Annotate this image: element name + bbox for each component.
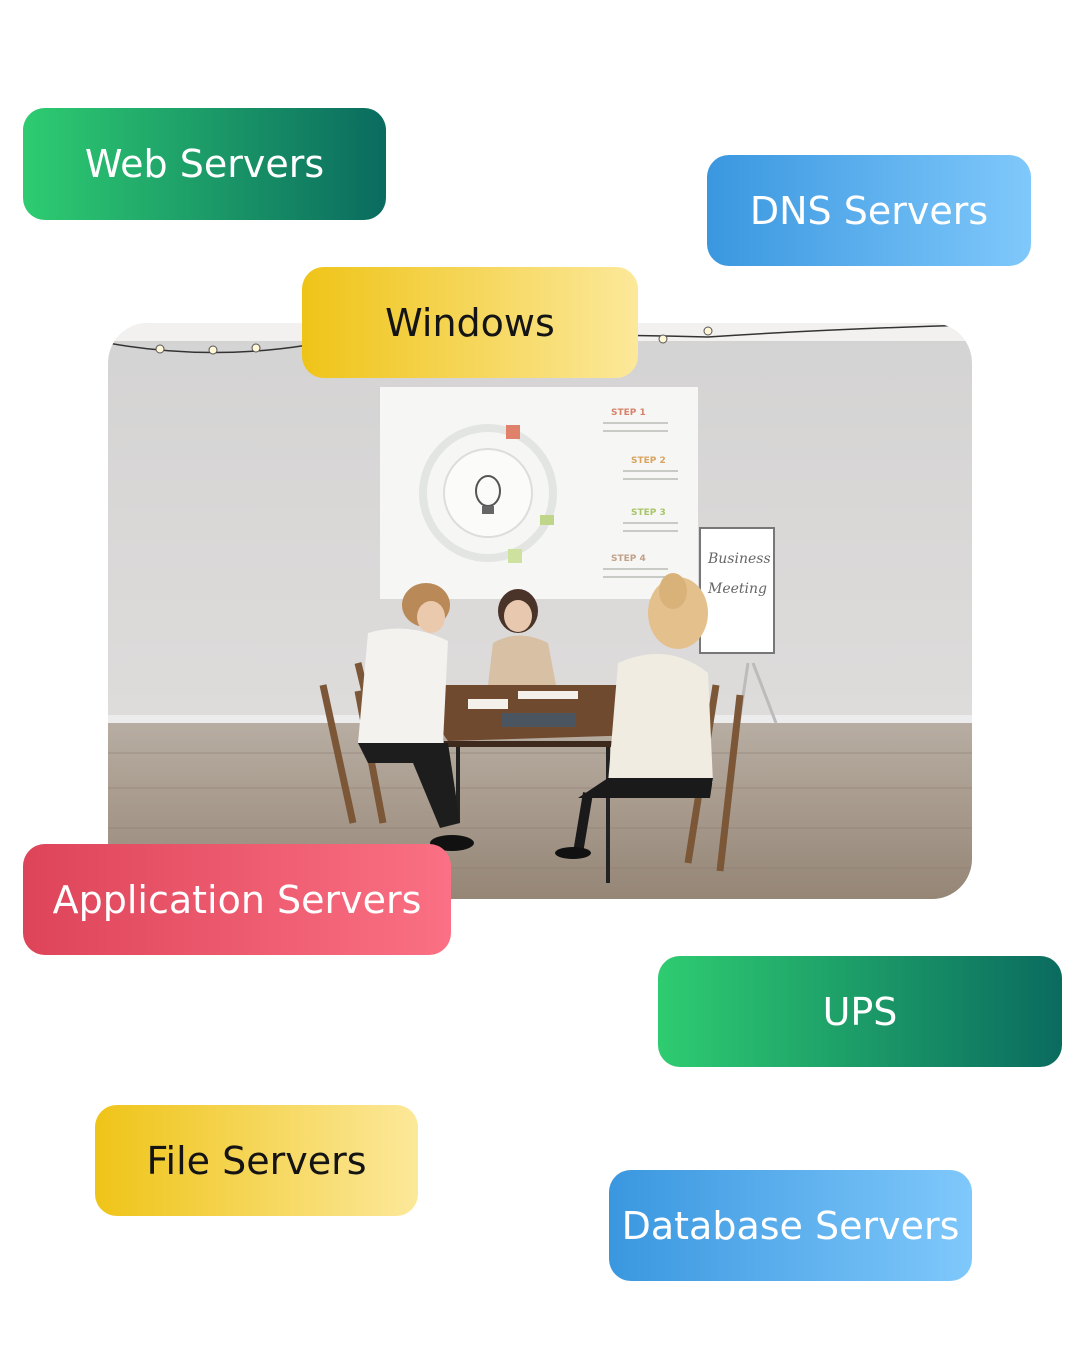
label-file-servers-text: File Servers [146,1138,367,1183]
label-windows-text: Windows [385,300,555,345]
flipchart-text-1: Business [707,551,771,567]
label-dns-servers: DNS Servers [707,155,1031,266]
label-application-servers-text: Application Servers [52,877,422,922]
label-database-servers-text: Database Servers [621,1203,960,1248]
label-ups: UPS [658,956,1062,1067]
meeting-photo: STEP 1 STEP 2 STEP 3 STEP 4 Business Mee… [108,323,972,899]
label-windows: Windows [302,267,638,378]
label-web-servers: Web Servers [23,108,386,220]
label-application-servers: Application Servers [23,844,451,955]
slide-step-1: STEP 1 [611,408,646,418]
flipchart-text-2: Meeting [707,581,767,597]
label-ups-text: UPS [822,989,898,1034]
slide-step-2: STEP 2 [631,456,666,466]
label-file-servers: File Servers [95,1105,418,1216]
label-dns-servers-text: DNS Servers [749,188,989,233]
slide-step-3: STEP 3 [631,508,666,518]
label-web-servers-text: Web Servers [84,142,325,186]
label-database-servers: Database Servers [609,1170,972,1281]
slide-step-4: STEP 4 [611,554,646,564]
